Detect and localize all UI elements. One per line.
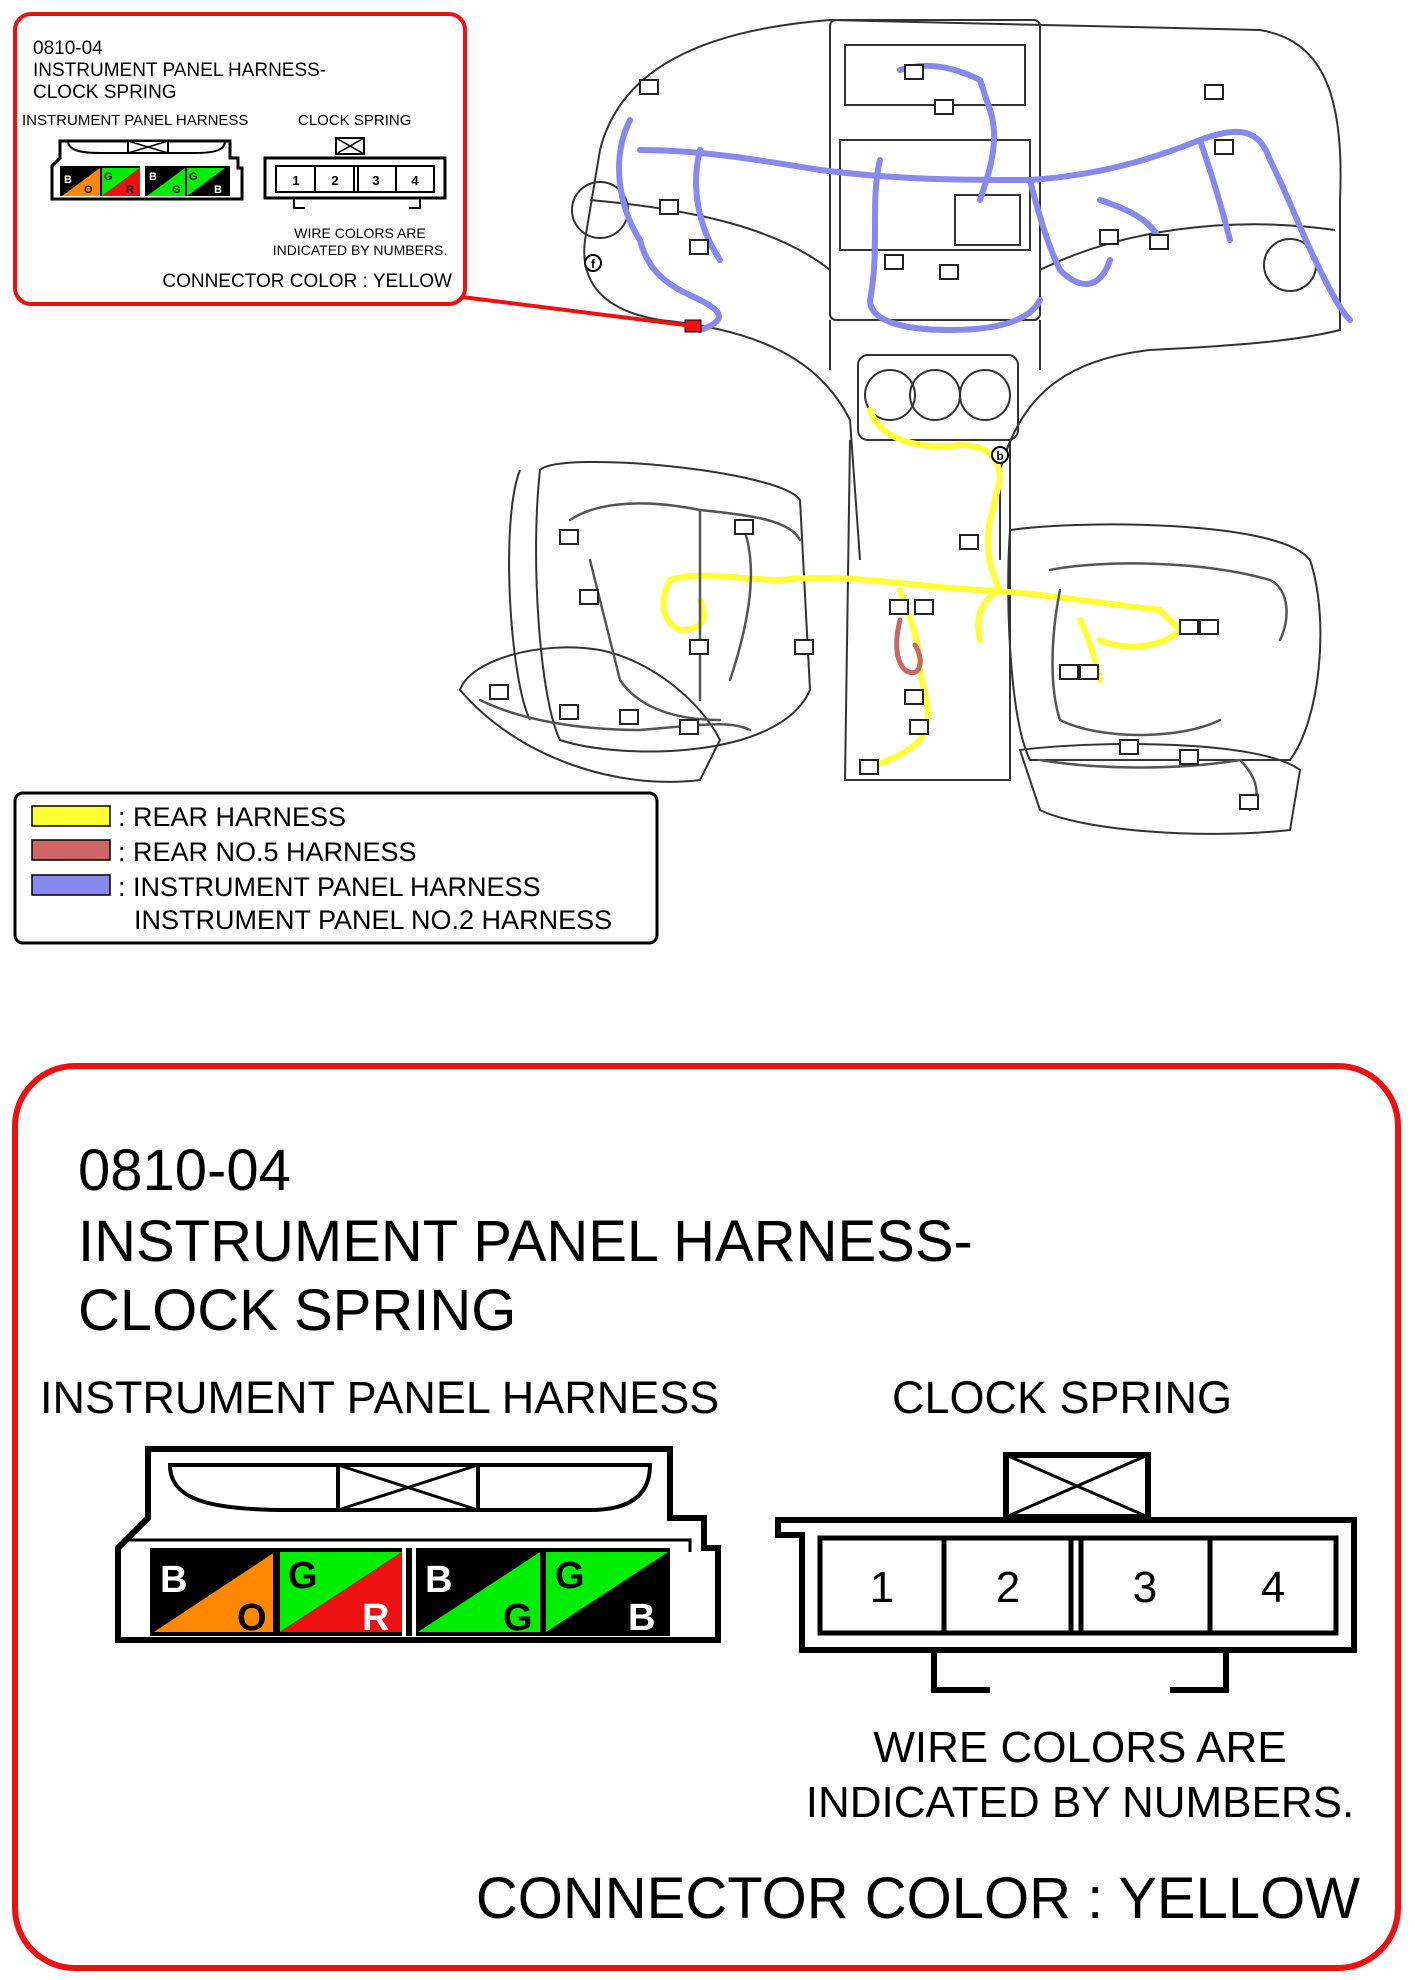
svg-text:B: B bbox=[214, 184, 222, 196]
legend-swatch-instrument-panel-harness bbox=[31, 874, 111, 896]
callout-large-right-label: CLOCK SPRING bbox=[892, 1372, 1232, 1423]
callout-large: 0810-04 INSTRUMENT PANEL HARNESS- CLOCK … bbox=[12, 1063, 1401, 1971]
svg-text:O: O bbox=[84, 184, 93, 196]
svg-text:O: O bbox=[237, 1597, 267, 1639]
svg-text:4: 4 bbox=[1261, 1563, 1285, 1612]
vehicle-interior-drawing bbox=[458, 18, 1342, 835]
callout-small-note-line1: WIRE COLORS ARE bbox=[294, 225, 425, 241]
rear-no5-harness-wiring bbox=[894, 617, 923, 675]
instrument-panel-harness-wiring bbox=[616, 62, 1353, 333]
svg-text:1: 1 bbox=[870, 1563, 894, 1612]
svg-text:G: G bbox=[555, 1555, 585, 1597]
svg-text:B: B bbox=[149, 171, 157, 183]
svg-text:G: G bbox=[503, 1597, 533, 1639]
svg-text:G: G bbox=[189, 171, 198, 183]
legend-label-instrument-panel-harness: : INSTRUMENT PANEL HARNESS bbox=[118, 872, 541, 902]
small-clock-spring-connector: 1 2 3 4 bbox=[263, 137, 447, 209]
callout-large-title-line1: INSTRUMENT PANEL HARNESS- bbox=[78, 1209, 973, 1274]
svg-text:R: R bbox=[362, 1597, 389, 1639]
svg-text:B: B bbox=[64, 174, 72, 186]
callout-large-connector-color: CONNECTOR COLOR : YELLOW bbox=[476, 1866, 1360, 1931]
callout-large-title-line2: CLOCK SPRING bbox=[78, 1278, 516, 1343]
other-harness-wiring bbox=[478, 502, 1288, 812]
svg-text:G: G bbox=[104, 171, 113, 183]
callout-small-connector-color: CONNECTOR COLOR : YELLOW bbox=[162, 271, 452, 292]
large-clock-spring-connector: 1 2 3 4 bbox=[775, 1452, 1357, 1693]
callout-small: 0810-04 INSTRUMENT PANEL HARNESS- CLOCK … bbox=[13, 12, 467, 306]
callout-small-left-label: INSTRUMENT PANEL HARNESS bbox=[22, 112, 248, 129]
legend-label-rear-no5-harness: : REAR NO.5 HARNESS bbox=[118, 837, 417, 867]
callout-small-note-line2: INDICATED BY NUMBERS. bbox=[273, 242, 448, 258]
svg-text:2: 2 bbox=[996, 1563, 1020, 1612]
rear-harness-wiring bbox=[660, 407, 1183, 773]
callout-large-note-line2: INDICATED BY NUMBERS. bbox=[806, 1778, 1354, 1827]
callout-large-note-line1: WIRE COLORS ARE bbox=[873, 1723, 1286, 1772]
svg-text:G: G bbox=[288, 1555, 318, 1597]
harness-connectors bbox=[489, 64, 1259, 810]
small-harness-connector: B O G R B G G B bbox=[50, 139, 244, 201]
svg-text:b: b bbox=[996, 449, 1003, 463]
legend-label-instrument-panel-no2-harness: INSTRUMENT PANEL NO.2 HARNESS bbox=[134, 905, 612, 935]
svg-text:B: B bbox=[160, 1559, 187, 1601]
marker-f: f bbox=[584, 254, 602, 272]
large-harness-connector: B O G R B G G B bbox=[115, 1446, 721, 1643]
svg-text:3: 3 bbox=[1133, 1563, 1157, 1612]
callout-small-title-line2: CLOCK SPRING bbox=[33, 82, 177, 103]
svg-text:G: G bbox=[172, 184, 181, 196]
marker-b: b bbox=[991, 446, 1009, 464]
callout-large-code: 0810-04 bbox=[78, 1138, 291, 1203]
callout-small-title-line1: INSTRUMENT PANEL HARNESS- bbox=[33, 60, 326, 81]
legend-swatch-rear-harness bbox=[31, 805, 111, 827]
svg-text:R: R bbox=[126, 184, 134, 196]
callout-small-code: 0810-04 bbox=[33, 38, 103, 59]
svg-text:B: B bbox=[628, 1597, 655, 1639]
callout-large-left-label: INSTRUMENT PANEL HARNESS bbox=[40, 1372, 719, 1423]
callout-leader-line bbox=[461, 295, 694, 328]
svg-text:1: 1 bbox=[292, 173, 299, 188]
legend-label-rear-harness: : REAR HARNESS bbox=[118, 802, 346, 832]
svg-text:f: f bbox=[591, 257, 596, 271]
svg-text:4: 4 bbox=[411, 173, 419, 188]
svg-text:B: B bbox=[425, 1559, 452, 1601]
legend: : REAR HARNESS : REAR NO.5 HARNESS : INS… bbox=[13, 791, 659, 945]
svg-text:2: 2 bbox=[331, 173, 338, 188]
callout-small-right-label: CLOCK SPRING bbox=[298, 112, 411, 129]
svg-text:3: 3 bbox=[372, 173, 379, 188]
legend-swatch-rear-no5-harness bbox=[31, 839, 111, 861]
